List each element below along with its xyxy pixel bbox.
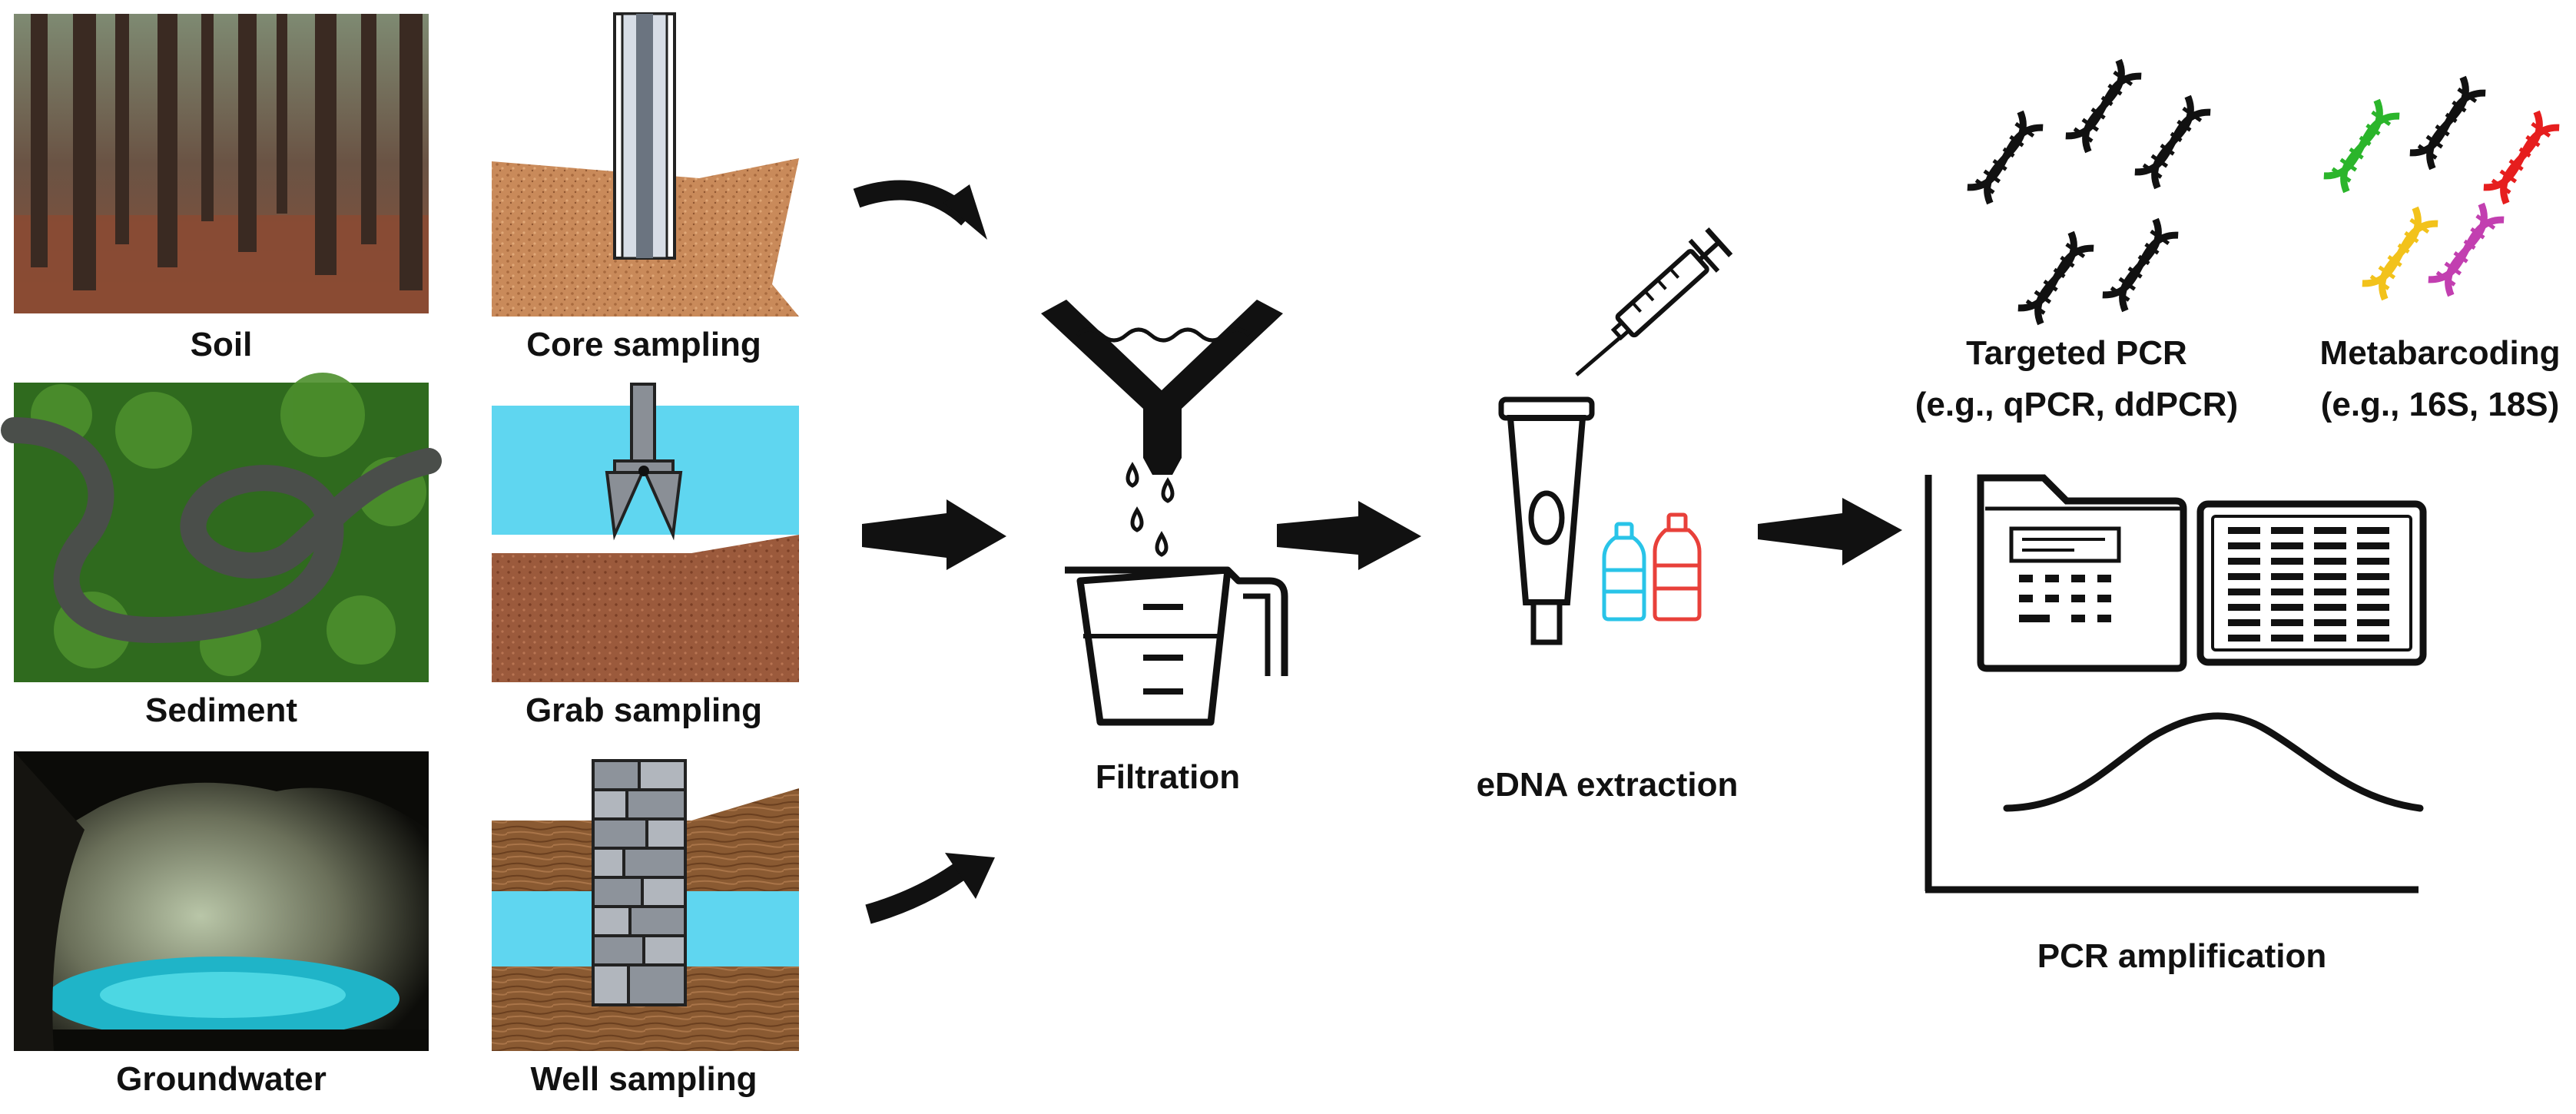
bottle-icon xyxy=(1602,512,1702,622)
dna-helix-colored-icons xyxy=(2324,78,2559,300)
well-casing-icon xyxy=(492,759,799,1051)
label-edna-extraction: eDNA extraction xyxy=(1476,766,1739,804)
arrow-extraction-to-pcr xyxy=(1758,498,1902,565)
label-filtration: Filtration xyxy=(1095,758,1241,796)
core-sampler-icon xyxy=(492,12,799,317)
label-soil: Soil xyxy=(190,326,253,363)
amplification-curve xyxy=(2003,712,2424,812)
label-core-sampling: Core sampling xyxy=(526,326,761,363)
arrow-filtration-to-extraction xyxy=(1277,501,1421,570)
extraction-tube-icon xyxy=(1498,396,1595,645)
label-sediment: Sediment xyxy=(144,691,298,729)
syringe-icon xyxy=(1575,227,1733,376)
arrow-core-to-filtration xyxy=(853,180,987,240)
dna-helix-icon xyxy=(1968,61,2210,324)
label-groundwater: Groundwater xyxy=(116,1060,327,1098)
funnel-icon xyxy=(1041,300,1283,557)
label-targeted-pcr: Targeted PCR xyxy=(1966,334,2187,372)
label-metabarcoding-examples: (e.g., 16S, 18S) xyxy=(2320,386,2560,423)
label-well-sampling: Well sampling xyxy=(530,1060,758,1098)
amplification-axes xyxy=(1925,475,2419,894)
forest-photo xyxy=(14,14,429,313)
cave-pool-photo xyxy=(14,751,429,1051)
label-metabarcoding: Metabarcoding xyxy=(2319,334,2561,372)
measuring-jug-icon xyxy=(1065,566,1288,726)
arrow-well-to-filtration xyxy=(865,853,995,924)
river-photo xyxy=(1,373,442,682)
label-targeted-pcr-examples: (e.g., qPCR, ddPCR) xyxy=(1915,386,2239,423)
label-pcr-amplification: PCR amplification xyxy=(2037,937,2327,975)
grab-sampler-icon xyxy=(492,383,799,682)
arrow-grab-to-filtration xyxy=(862,499,1006,570)
thermocycler-icon xyxy=(1977,474,2187,672)
gel-plate-icon xyxy=(2196,500,2427,666)
label-grab-sampling: Grab sampling xyxy=(525,691,763,729)
